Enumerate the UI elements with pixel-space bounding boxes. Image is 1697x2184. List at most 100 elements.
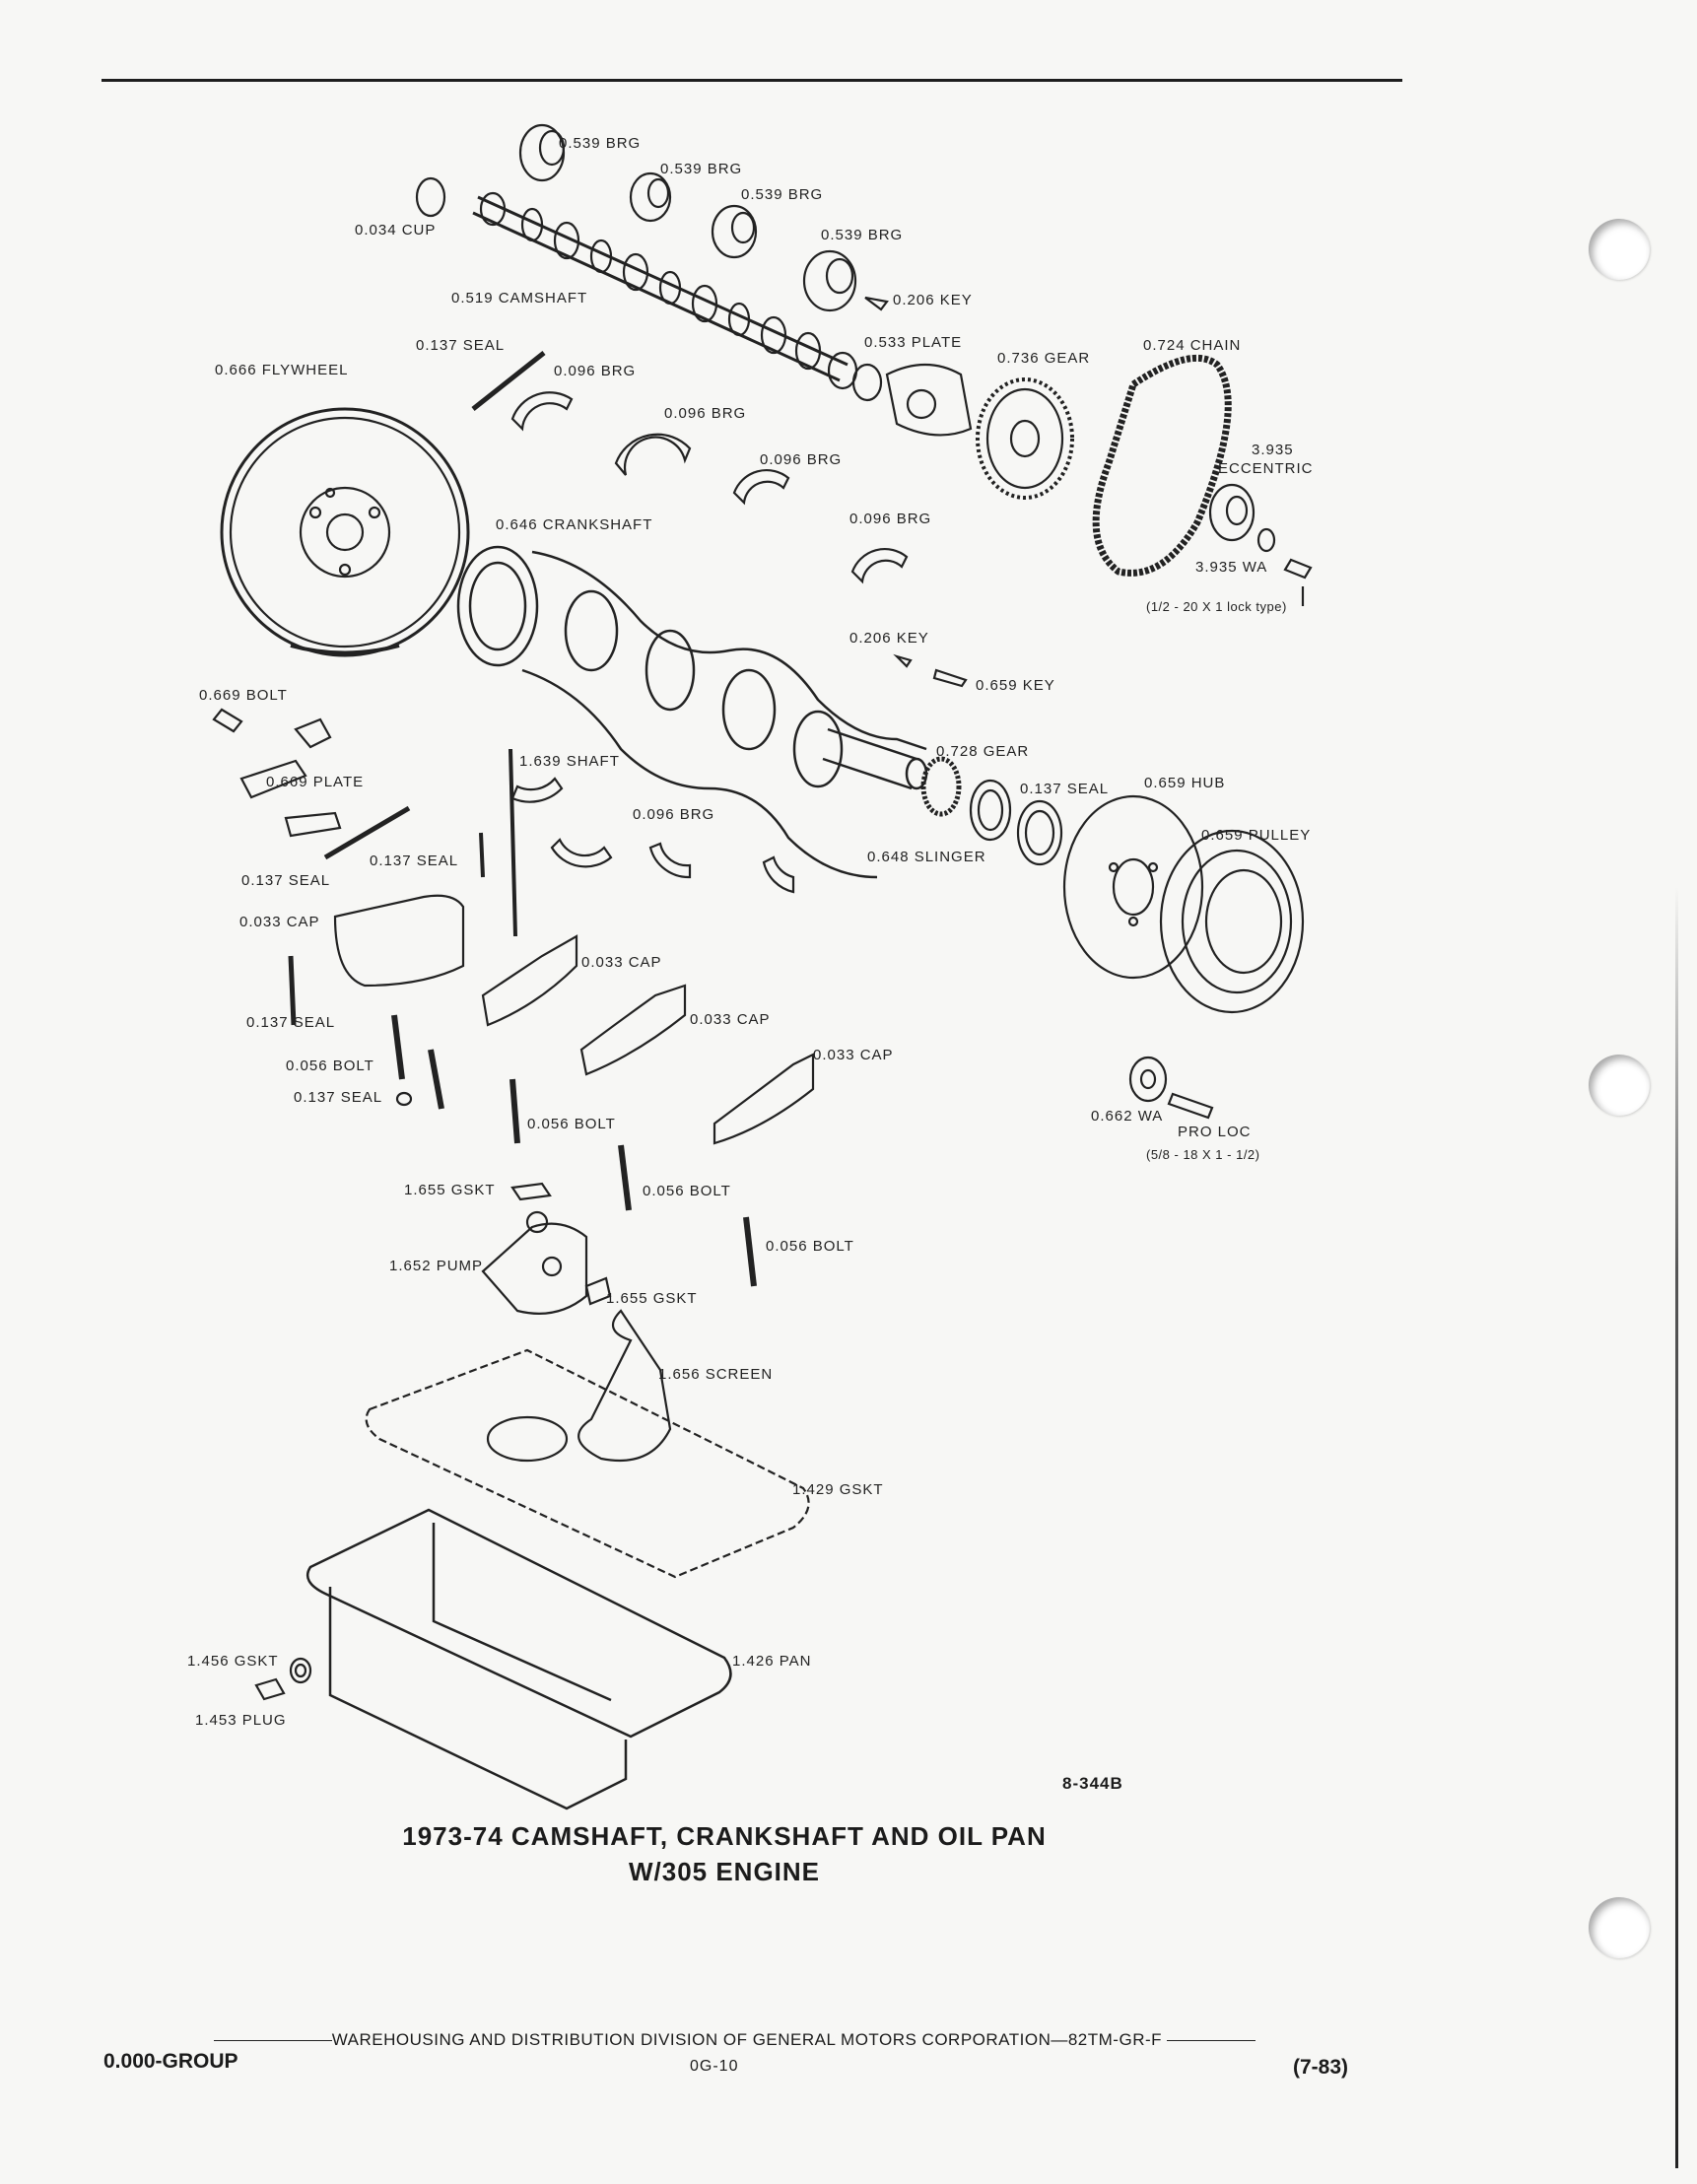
rear-seal <box>471 351 546 411</box>
harmonic-hub <box>1062 794 1204 980</box>
label-rear-cap: 0.033 CAP <box>239 914 320 930</box>
label-front-seal: 0.137 SEAL <box>1020 781 1110 797</box>
label-hub: 0.659 HUB <box>1144 775 1226 791</box>
label-rear-seal: 0.137 SEAL <box>416 337 506 354</box>
camshaft-bearing-1 <box>518 123 566 182</box>
footer-rule-left <box>213 2040 332 2042</box>
bearing-half-1 <box>510 391 574 432</box>
punch-hole-top <box>1589 219 1650 280</box>
label-eccentric-number: 3.935 <box>1252 442 1294 458</box>
oil-slinger <box>969 779 1012 842</box>
crank-gear <box>920 756 962 817</box>
label-pro-loc-note: (5/8 - 18 X 1 - 1/2) <box>1146 1147 1260 1162</box>
label-brg-096-c: 0.096 BRG <box>760 451 843 468</box>
figure-title: 1973-74 CAMSHAFT, CRANKSHAFT AND OIL PAN <box>402 1821 1047 1851</box>
cap-bolt-4 <box>618 1144 632 1211</box>
label-brg-096-a: 0.096 BRG <box>554 363 637 379</box>
footer-date: (7-83) <box>1293 2056 1349 2079</box>
pump-shaft <box>509 748 517 937</box>
thrust-plate <box>851 363 973 437</box>
label-pulley-washer: 0.662 WA <box>1091 1108 1164 1125</box>
drain-plug <box>254 1677 286 1701</box>
label-brg-096-b: 0.096 BRG <box>664 405 747 422</box>
seal-vertical <box>479 832 485 878</box>
pump-gasket <box>510 1182 552 1201</box>
main-cap-1 <box>481 934 578 1027</box>
main-cap-2 <box>579 984 687 1076</box>
label-oil-pump: 1.652 PUMP <box>389 1258 484 1274</box>
cap-bolt-1 <box>391 1014 405 1080</box>
label-crankshaft: 0.646 CRANKSHAFT <box>496 516 653 533</box>
camshaft-bearing-2 <box>629 171 672 223</box>
label-side-seal: 0.137 SEAL <box>370 853 459 869</box>
cap-bolt-5 <box>743 1216 757 1287</box>
label-retainer-bolt: 0.669 BOLT <box>199 687 288 704</box>
small-plate <box>284 811 342 838</box>
label-thrust-plate: 0.533 PLATE <box>864 334 963 351</box>
label-bolt-3: 0.056 BOLT <box>643 1183 731 1199</box>
cap-bolt-3 <box>509 1078 520 1144</box>
woodruff-key-cam <box>864 296 889 311</box>
bearing-lower-2 <box>550 838 613 868</box>
camshaft-bearing-3 <box>711 204 758 259</box>
label-brg-096-e: 0.096 BRG <box>633 806 715 823</box>
label-crank-key: 0.206 KEY <box>849 630 929 647</box>
label-pro-loc: PRO LOC <box>1178 1124 1252 1140</box>
label-eccentric-washer: 3.935 WA <box>1195 559 1268 576</box>
label-cap-3: 0.033 CAP <box>813 1047 894 1063</box>
label-long-key: 0.659 KEY <box>976 677 1055 694</box>
footer-rule-right <box>1167 2040 1256 2042</box>
pulley-washer <box>1128 1056 1168 1103</box>
label-lock-note: (1/2 - 20 X 1 lock type) <box>1146 599 1287 614</box>
pan-gasket <box>365 1348 810 1579</box>
label-cap-1: 0.033 CAP <box>581 954 662 971</box>
label-bolt-1: 0.056 BOLT <box>286 1058 374 1074</box>
label-brg-4: 0.539 BRG <box>821 227 904 243</box>
punch-hole-middle <box>1589 1055 1650 1116</box>
label-screen-gasket: 1.655 GSKT <box>606 1290 698 1307</box>
cap-seal <box>288 955 297 1026</box>
rear-main-cap <box>333 894 465 988</box>
front-seal <box>1016 799 1063 866</box>
label-crank-gear: 0.728 GEAR <box>936 743 1030 760</box>
bearing-half-3 <box>732 468 790 506</box>
figure-subtitle: W/305 ENGINE <box>628 1857 821 1886</box>
key-long <box>932 668 968 688</box>
side-seal <box>323 805 411 860</box>
footer-division-text: WAREHOUSING AND DISTRIBUTION DIVISION OF… <box>331 2030 1163 2049</box>
label-drain-plug: 1.453 PLUG <box>195 1712 287 1729</box>
timing-chain <box>1092 354 1232 577</box>
crank-pulley <box>1159 829 1305 1014</box>
label-drain-gasket: 1.456 GSKT <box>187 1653 279 1670</box>
label-oil-pan: 1.426 PAN <box>732 1653 812 1670</box>
label-brg-096-d: 0.096 BRG <box>849 511 932 527</box>
camshaft <box>472 191 858 390</box>
bearing-lower-4 <box>762 855 795 894</box>
label-small-seal: 0.137 SEAL <box>294 1089 383 1106</box>
footer-division: WAREHOUSING AND DISTRIBUTION DIVISION OF… <box>106 2030 1363 2050</box>
label-pump-shaft: 1.639 SHAFT <box>519 753 620 770</box>
small-seal <box>395 1091 413 1107</box>
footer-page-number: 0G-10 <box>690 2058 739 2075</box>
top-rule <box>102 79 1402 82</box>
label-flywheel: 0.666 FLYWHEEL <box>215 362 349 378</box>
label-oil-screen: 1.656 SCREEN <box>658 1366 774 1383</box>
punch-hole-bottom <box>1589 1897 1650 1958</box>
eccentric-bolt <box>1283 558 1313 580</box>
label-brg-3: 0.539 BRG <box>741 186 824 203</box>
label-slinger: 0.648 SLINGER <box>867 849 986 865</box>
main-cap-3 <box>713 1053 815 1145</box>
label-cap-2: 0.033 CAP <box>690 1011 771 1028</box>
label-camshaft: 0.519 CAMSHAFT <box>451 290 588 307</box>
page-edge-shadow <box>1675 887 1678 2168</box>
bearing-lower-3 <box>648 842 692 879</box>
retainer-bolt <box>212 708 243 733</box>
label-cam-gear: 0.736 GEAR <box>997 350 1091 367</box>
label-cap-seal: 0.137 SEAL <box>246 1014 336 1031</box>
label-pump-gasket: 1.655 GSKT <box>404 1182 496 1198</box>
camshaft-gear <box>976 377 1074 500</box>
cap-bolt-2 <box>428 1049 444 1110</box>
label-pulley: 0.659 PULLEY <box>1201 827 1312 844</box>
